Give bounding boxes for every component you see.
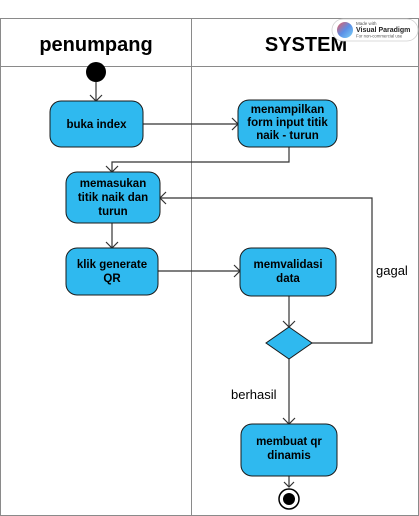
watermark-small-text: Made with	[356, 21, 377, 26]
watermark-badge	[331, 18, 419, 42]
swimlane-frame	[0, 18, 419, 516]
action-memvalidasi-data: memvalidasi data	[239, 247, 337, 297]
action-label-line: naik - turun	[256, 130, 319, 142]
action-label-line: membuat qr	[256, 436, 322, 448]
action-label-line: data	[276, 273, 300, 285]
guard-label-berhasil: berhasil	[231, 387, 277, 402]
action-membuat-qr-dinamis: membuat qr dinamis	[240, 423, 338, 477]
final-node	[278, 488, 300, 510]
visual-paradigm-logo-icon	[337, 22, 353, 38]
action-memasukan-titik-box	[65, 171, 161, 224]
initial-node	[86, 62, 106, 82]
action-memvalidasi-data-box	[239, 247, 337, 297]
lane-border	[0, 18, 419, 516]
arrowhead	[283, 481, 295, 488]
action-buka-index-box	[49, 100, 144, 148]
flow-decision-gagal-loop	[160, 197, 373, 344]
decision-node	[265, 326, 313, 360]
action-label-line: memvalidasi	[253, 259, 322, 271]
action-label-line: QR	[103, 273, 121, 285]
action-menampilkan-form: menampilkan form input titik naik - turu…	[237, 99, 338, 148]
action-memasukan-titik: memasukan titik naik dan turun	[65, 171, 161, 224]
lane-title-system: SYSTEM	[265, 34, 347, 56]
action-buka-index: buka index	[49, 100, 144, 148]
action-menampilkan-form-box	[237, 99, 338, 148]
lane-title-penumpang: penumpang	[39, 34, 152, 56]
guard-label-gagal: gagal	[376, 263, 408, 278]
action-label-line: memasukan	[80, 178, 146, 190]
action-klik-generate-qr-box	[65, 247, 159, 296]
action-label-line: titik naik dan	[78, 192, 148, 204]
action-label-line: klik generate	[77, 259, 147, 271]
visual-paradigm-watermark: Made with Visual Paradigm For non-commer…	[331, 18, 419, 42]
watermark-brand-text: Visual Paradigm	[356, 27, 410, 34]
action-label-line: dinamis	[267, 450, 310, 462]
final-node-core	[283, 493, 295, 505]
action-label-line: buka index	[66, 119, 127, 131]
action-label-line: form input titik	[247, 117, 328, 129]
flow-menampilkan-to-memasukan	[111, 147, 290, 172]
action-label-line: menampilkan	[251, 104, 325, 116]
action-membuat-qr-dinamis-box	[240, 423, 338, 477]
action-label-line: turun	[98, 206, 127, 218]
watermark-note-text: For non-commercial use	[356, 34, 403, 39]
action-klik-generate-qr: klik generate QR	[65, 247, 159, 296]
